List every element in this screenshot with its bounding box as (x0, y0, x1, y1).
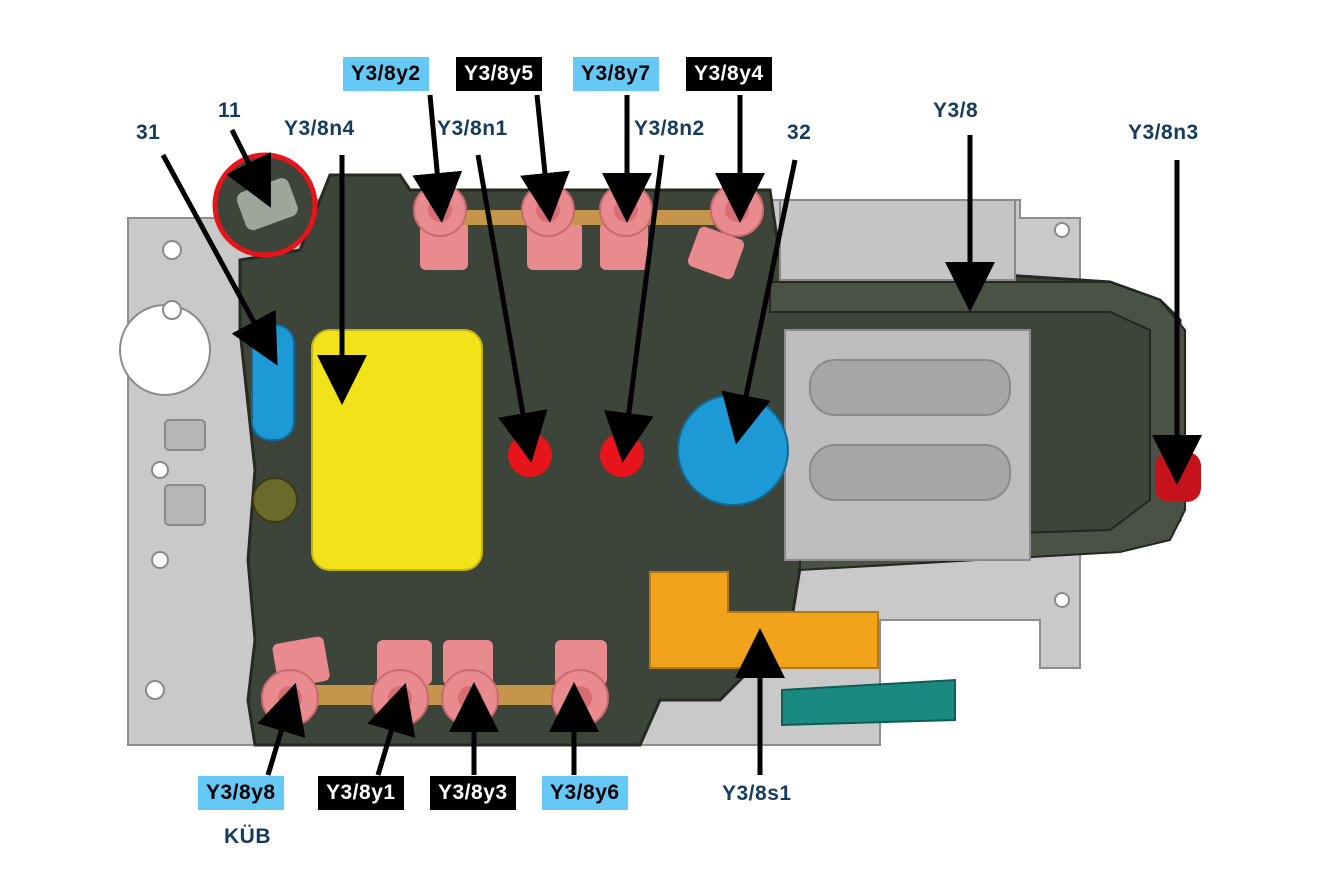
valve-spools (809, 359, 1011, 501)
connector-yellow (311, 329, 483, 571)
label-y3-8n4: Y3/8n4 (284, 117, 355, 140)
label-32: 32 (787, 121, 812, 144)
label-y3-8y4: Y3/8y4 (686, 57, 772, 91)
label-y3-8y7: Y3/8y7 (573, 57, 659, 91)
sensor-32 (677, 394, 789, 506)
arrow-y3-8y1 (367, 682, 416, 776)
connector-orange (649, 571, 879, 669)
upper-valve-plate (779, 199, 1016, 281)
arrows (160, 94, 1202, 776)
label-y3-8y2: Y3/8y2 (343, 57, 429, 91)
speed-sensor-n1 (508, 433, 552, 477)
arrow-y3-8n2 (604, 154, 665, 463)
label-31: 31 (136, 121, 161, 144)
label-y3-8: Y3/8 (933, 99, 979, 122)
label-y3-8y1: Y3/8y1 (318, 776, 404, 810)
mounting-screw (252, 477, 298, 523)
label-y3-8n3: Y3/8n3 (1128, 121, 1199, 144)
label-y3-8n2: Y3/8n2 (634, 117, 705, 140)
label-y3-8y3: Y3/8y3 (430, 776, 516, 810)
speed-sensor-n2 (600, 433, 644, 477)
label-y3-8y5: Y3/8y5 (456, 57, 542, 91)
label-y3-8s1: Y3/8s1 (722, 782, 792, 805)
label-kub: KÜB (224, 825, 271, 848)
arrow-y3-8y8 (257, 682, 306, 776)
arrow-y3-8y5 (520, 94, 570, 223)
arrow-y3-8y2 (412, 94, 463, 223)
label-y3-8n1: Y3/8n1 (437, 117, 508, 140)
arrow-32 (721, 159, 798, 445)
arrow-31 (160, 153, 278, 366)
teal-leadframe (781, 678, 956, 727)
sensor-31 (251, 324, 295, 441)
label-y3-8y8: Y3/8y8 (198, 776, 284, 810)
arrow-11 (226, 128, 271, 208)
label-11: 11 (218, 99, 242, 122)
arrow-y3-8n1 (475, 154, 548, 463)
label-y3-8y6: Y3/8y6 (542, 776, 628, 810)
